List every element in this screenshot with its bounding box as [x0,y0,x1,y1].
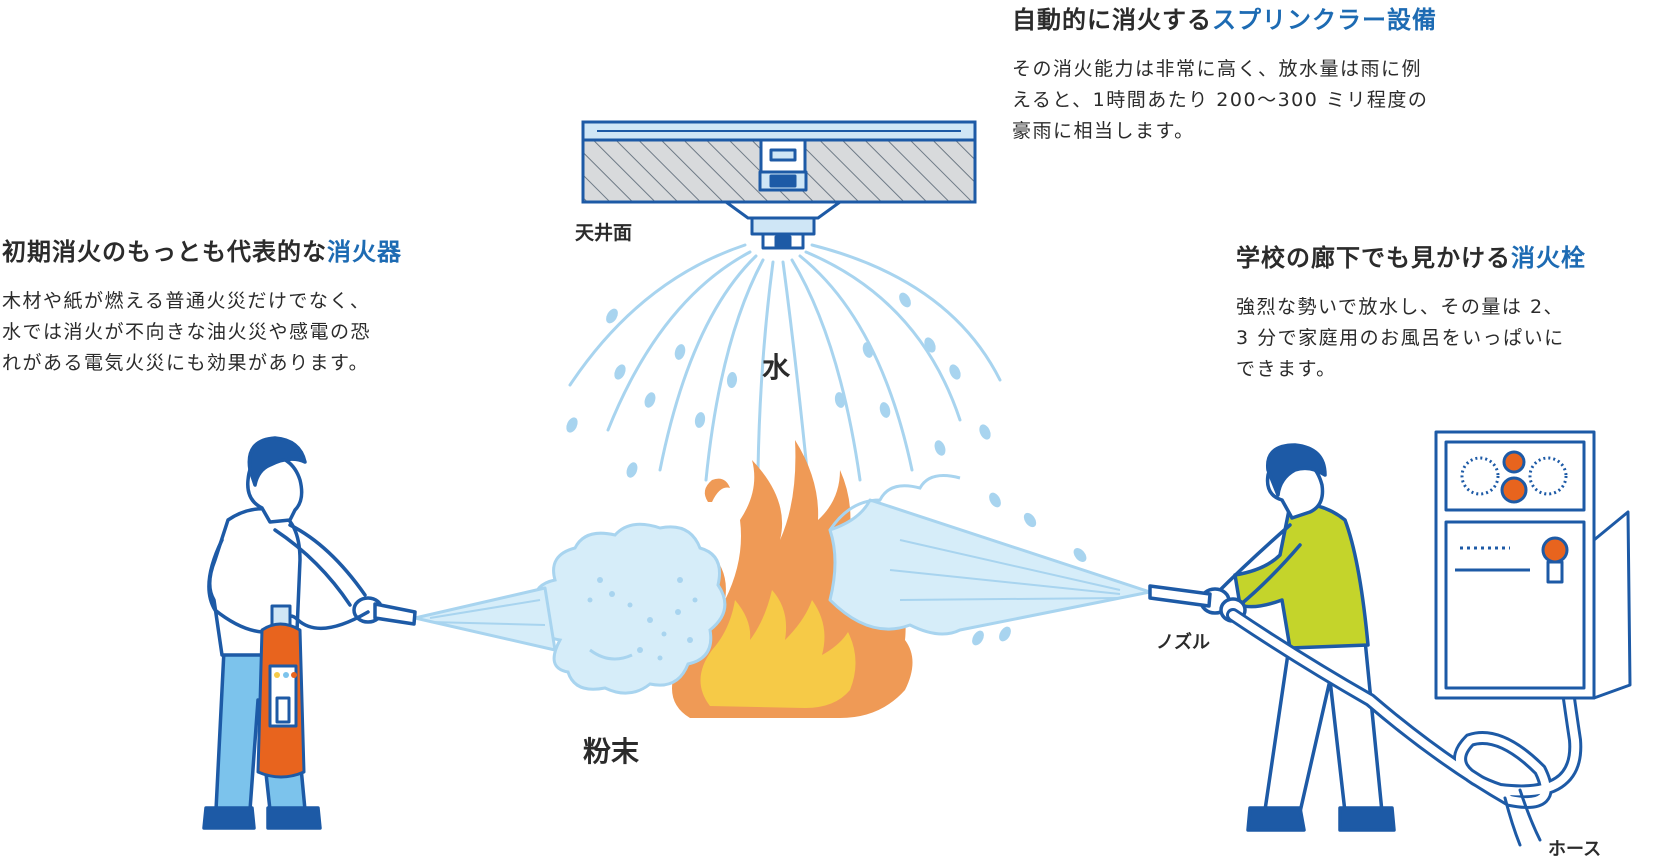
fire-hose-icon [1226,573,1583,847]
hydrant-text-block: 学校の廊下でも見かける消火栓 強烈な勢いで放水し、その量は 2、 3 分で家庭用… [1236,242,1656,385]
powder-cloud [532,522,727,695]
extinguisher-text-block: 初期消火のもっとも代表的な消火器 木材や紙が燃える普通火災だけでなく、 水では消… [2,236,472,379]
sprinkler-water-spray [568,243,1002,482]
water-droplets [566,292,1087,646]
label-nozzle: ノズル [1156,632,1210,653]
label-ceiling: 天井面 [575,222,633,244]
fire-extinguisher-icon [256,604,306,779]
hydrant-description: 強烈な勢いで放水し、その量は 2、 3 分で家庭用のお風呂をいっぱいに できます… [1236,296,1565,380]
sprinkler-heading: 自動的に消火するスプリンクラー設備 [1012,4,1572,36]
hydrant-heading: 学校の廊下でも見かける消火栓 [1236,242,1656,274]
sprinkler-text-block: 自動的に消火するスプリンクラー設備 その消火能力は非常に高く、放水量は雨に例 え… [1012,4,1572,147]
sprinkler-heading-accent: スプリンクラー設備 [1212,6,1437,34]
label-hose: ホース [1548,839,1602,860]
hydrant-heading-accent: 消火栓 [1511,244,1586,272]
hydrant-water-jet [828,474,1152,636]
extinguisher-heading-accent: 消火器 [327,238,402,266]
sprinkler-heading-lead: 自動的に消火する [1012,6,1212,34]
fire-hydrant-cabinet [1434,430,1632,700]
powder-cloud-curl [589,648,633,661]
label-water: 水 [762,351,791,384]
extinguisher-heading: 初期消火のもっとも代表的な消火器 [2,236,472,268]
label-powder: 粉末 [583,735,640,768]
powder-particles [587,577,698,661]
fire-flame-icon [672,440,913,718]
extinguisher-spray [413,586,557,652]
sprinkler-description: その消火能力は非常に高く、放水量は雨に例 えると、1時間あたり 200〜300 … [1012,58,1429,142]
sprinkler-head-icon [724,138,842,250]
person-with-extinguisher [202,436,417,830]
extinguisher-description: 木材や紙が燃える普通火災だけでなく、 水では消火が不向きな油火災や感電の恐 れが… [2,290,372,374]
extinguisher-heading-lead: 初期消火のもっとも代表的な [2,238,327,266]
hydrant-heading-lead: 学校の廊下でも見かける [1236,244,1511,272]
